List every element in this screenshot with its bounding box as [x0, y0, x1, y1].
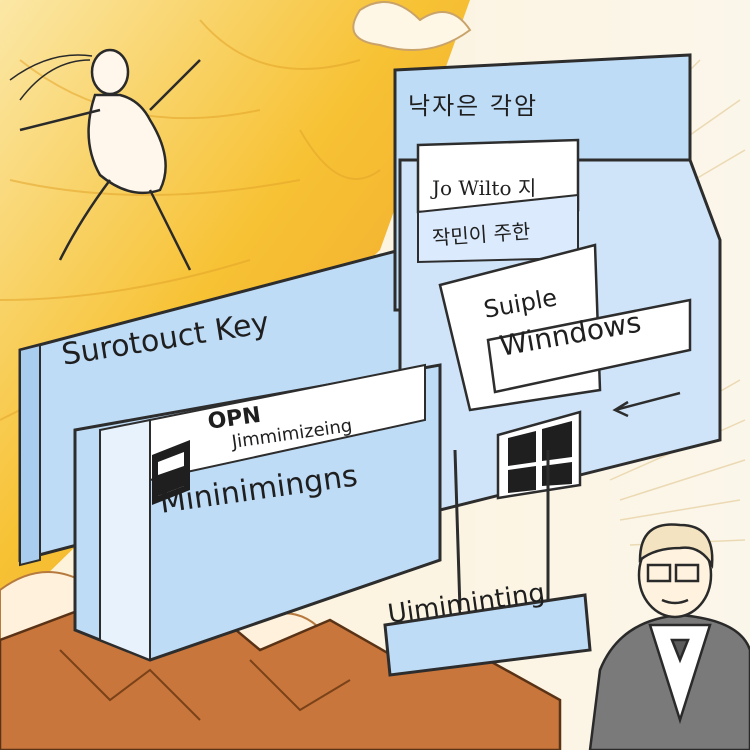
- name-card-label: Jo Wilto 지: [432, 176, 537, 200]
- minimize-icon: [152, 440, 190, 505]
- left-arrow-icon: [612, 391, 681, 418]
- businessman-figure: [588, 523, 750, 750]
- windows-logo-icon: [496, 410, 582, 500]
- jumping-figure: [9, 48, 201, 271]
- korean-title: 낙자은 각암: [408, 92, 539, 120]
